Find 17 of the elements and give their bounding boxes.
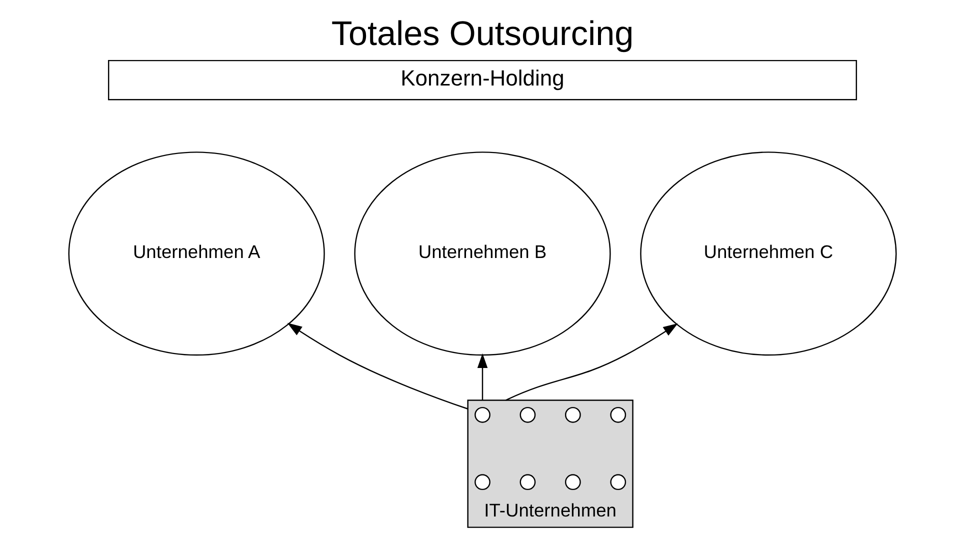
node-circle (520, 406, 536, 423)
arrow (287, 322, 468, 410)
arrow (477, 353, 488, 400)
node-circle (474, 474, 490, 490)
arrow (505, 323, 678, 401)
diagram-title: Totales Outsourcing (331, 15, 634, 54)
node-ellipse: Unternehmen B (354, 152, 611, 356)
cluster: IT-Unternehmen (467, 400, 634, 528)
node-circle (520, 474, 536, 490)
node-ellipse: Unternehmen A (68, 152, 325, 356)
node-circle (474, 406, 490, 423)
node-box: Konzern-Holding (108, 60, 857, 100)
node-circle (610, 406, 626, 423)
node-circle (610, 474, 626, 490)
node-ellipse: Unternehmen C (640, 152, 897, 356)
node-circle (564, 406, 581, 423)
node-circle (564, 474, 581, 490)
